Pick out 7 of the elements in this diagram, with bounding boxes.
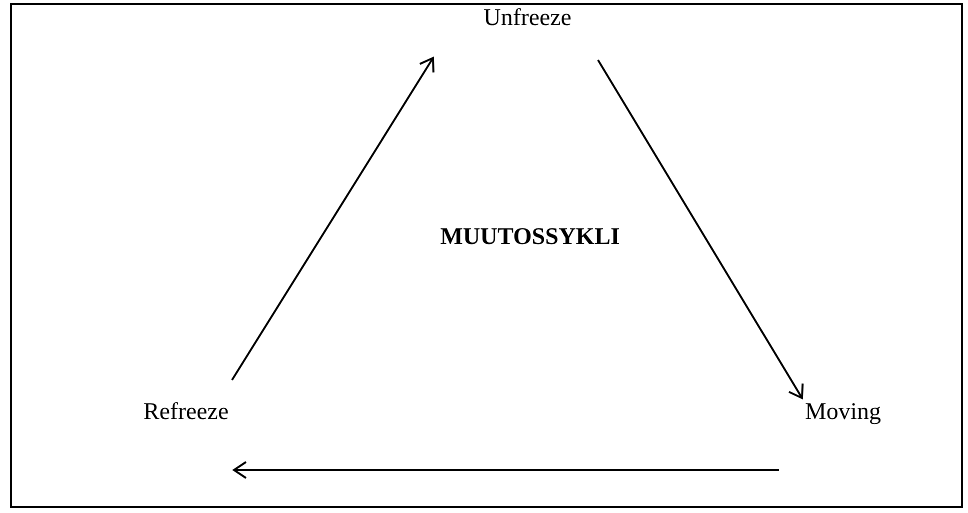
stage-label: Unfreeze [484,6,572,30]
arrow [231,57,434,381]
stage-label: Moving [804,400,881,424]
arrow [597,59,804,399]
arrow [233,461,779,479]
stage-label: Refreeze [143,400,229,424]
cycle-title: MUUTOSSYKLI [440,225,620,249]
